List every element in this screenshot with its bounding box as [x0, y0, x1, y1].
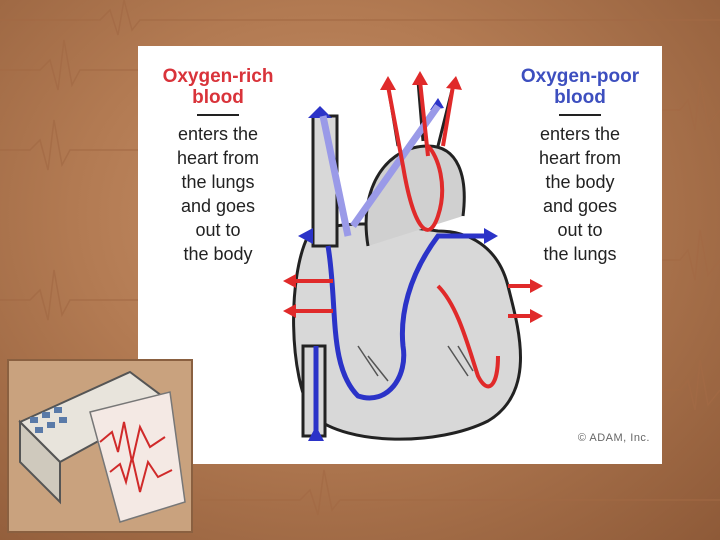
oxygen-poor-arrows	[298, 98, 498, 441]
oxygen-rich-desc: enters the heart from the lungs and goes…	[176, 124, 260, 264]
oxygen-poor-flow	[313, 233, 488, 436]
oxygen-rich-title: Oxygen-rich blood	[162, 66, 274, 108]
heart-diagram-panel: Oxygen-rich blood enters the heart from …	[138, 46, 662, 464]
oxygen-poor-label: Oxygen-poor blood enters the heart from …	[510, 66, 650, 266]
label-rule-right	[559, 114, 601, 116]
ecg-machine-icon	[7, 359, 193, 533]
heart-illustration	[283, 71, 543, 441]
oxygen-poor-title: Oxygen-poor blood	[520, 66, 640, 108]
oxygen-poor-desc: enters the heart from the body and goes …	[538, 124, 622, 264]
oxygen-rich-arrows	[283, 71, 543, 323]
valve-lines	[357, 345, 474, 382]
copyright-credit: © ADAM, Inc.	[577, 432, 650, 444]
oxygen-rich-label: Oxygen-rich blood enters the heart from …	[148, 66, 288, 266]
label-rule-left	[197, 114, 239, 116]
